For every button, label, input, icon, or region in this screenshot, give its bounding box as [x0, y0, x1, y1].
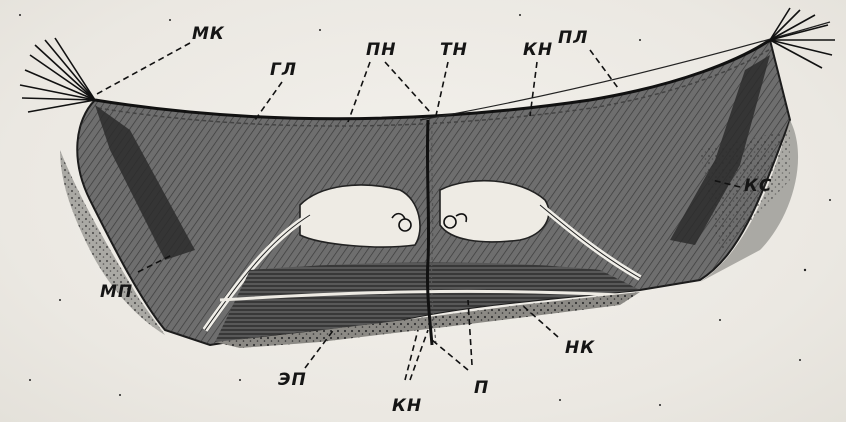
- label-nk: НК: [565, 340, 595, 357]
- label-kn-top: КН: [523, 42, 553, 59]
- left-cavity: [300, 185, 420, 247]
- label-pl: ПЛ: [558, 30, 588, 47]
- label-p: П: [474, 380, 489, 397]
- label-ks: КС: [744, 178, 772, 195]
- label-mk: МК: [192, 26, 225, 43]
- label-kn-bottom: КН: [392, 398, 422, 415]
- left-fiber-brush: [20, 38, 95, 112]
- label-ep: ЭП: [278, 372, 307, 389]
- right-fiber-brush: [770, 8, 835, 68]
- label-tn: ТН: [440, 42, 468, 59]
- label-gl: ГЛ: [270, 62, 297, 79]
- label-pn-top: ПН: [366, 42, 396, 59]
- label-mp: МП: [100, 284, 133, 301]
